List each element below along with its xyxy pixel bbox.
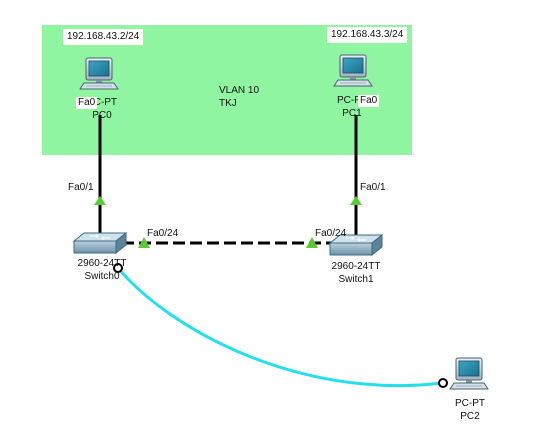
link-light-switch0-fa0-1 [94,196,106,205]
pc0-name-label: PC0 [92,110,112,121]
pc1-ip-label: 192.168.43.3/24 [327,27,408,43]
link-console-switch0-pc2[interactable] [116,267,443,388]
pc2-model-label: PC-PT [455,398,485,409]
pc0-port-label: Fa0 [76,97,98,109]
link-light-switch0-fa0-24 [138,237,150,248]
pc0-model-label: PC-PT [87,97,117,108]
pc2-name-label: PC2 [460,411,480,422]
vlan-label: TKJ [219,98,237,109]
link-light-switch1-fa0-24 [306,237,318,248]
switch0-fa0-1-label: Fa0/1 [68,182,94,193]
link-light-switch1-fa0-1 [350,196,362,205]
switch1-model-label: 2960-24TT [331,261,381,272]
pc2-icon[interactable] [449,357,489,390]
switch0-fa0-24-label: Fa0/24 [147,228,179,239]
pc1-model-label: PC-PT [337,95,367,106]
switch1-name-label: Switch1 [338,274,374,285]
switch1-fa0-1-label: Fa0/1 [360,182,386,193]
switch0-icon[interactable] [73,232,127,254]
vlan-area [42,25,412,155]
pc1-name-label: PC1 [342,108,362,119]
pc0-ip-label: 192.168.43.2/24 [63,29,144,45]
pc1-port-label: Fa0 [358,95,380,107]
vlan-name: VLAN 10 [219,85,260,96]
switch0-name-label: Switch0 [84,271,120,282]
switch1-fa0-24-label: Fa0/24 [315,228,347,239]
console-endpoint-switch0 [113,263,123,273]
pc0-icon[interactable] [79,57,119,90]
pc1-icon[interactable] [333,54,373,87]
console-endpoint-pc2 [438,378,448,388]
switch0-model-label: 2960-24TT [77,258,127,269]
